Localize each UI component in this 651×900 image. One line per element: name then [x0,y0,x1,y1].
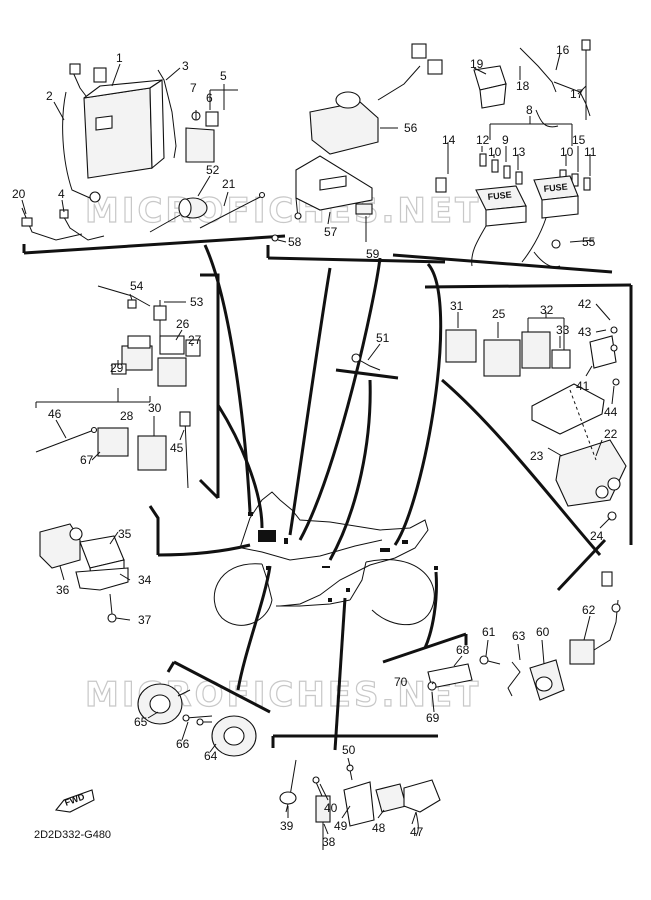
part-label-41: 41 [576,379,590,393]
part-label-14: 14 [442,133,456,147]
part-label-26: 26 [176,317,190,331]
part-label-63: 63 [512,629,526,643]
motorcycle-outline [213,491,438,626]
diagram-code: 2D2D332-G480 [34,829,111,841]
part-label-5: 5 [220,69,227,83]
watermark-top: MICROFICHES.NET [85,191,481,231]
part-label-16: 16 [556,43,570,57]
part-label-36: 36 [56,583,70,597]
part-label-32: 32 [540,303,554,317]
horn-group [137,683,257,757]
group-brackets [22,234,633,748]
relay-group-left [35,285,201,489]
part-label-10b: 10 [560,145,574,159]
part-label-58: 58 [288,235,302,249]
battery-group [21,63,266,241]
part-label-49: 49 [334,819,348,833]
fwd-arrow-icon: FWD [54,789,95,813]
part-label-38: 38 [322,835,336,849]
switch-group [39,523,129,623]
part-label-12: 12 [476,133,490,147]
part-label-20: 20 [12,187,26,201]
part-label-30: 30 [148,401,162,415]
part-label-25: 25 [492,307,506,321]
part-label-62: 62 [582,603,596,617]
part-label-64: 64 [204,749,218,763]
part-label-7: 7 [190,81,197,95]
part-label-9: 9 [502,133,509,147]
part-label-69: 69 [426,711,440,725]
part-label-37: 37 [138,613,152,627]
lever-switch-group [279,759,441,850]
connector-lines [157,244,602,751]
part-label-23: 23 [530,449,544,463]
part-label-60: 60 [536,625,550,639]
part-label-53: 53 [190,295,204,309]
part-label-17: 17 [570,87,584,101]
fuse-box-label-2: FUSE [543,182,568,194]
fuse-group: FUSE FUSE [435,39,591,268]
part-label-10a: 10 [488,145,502,159]
relay-group-right [445,326,627,521]
part-label-18: 18 [516,79,530,93]
part-label-48: 48 [372,821,386,835]
part-label-31: 31 [450,299,464,313]
part-label-40: 40 [324,801,338,815]
part-label-45: 45 [170,441,184,455]
part-number-labels: 1 2 3 4 5 6 7 8 9 10 10 11 12 13 14 15 1… [12,43,618,849]
part-label-13: 13 [512,145,526,159]
part-label-70: 70 [394,675,408,689]
part-label-1: 1 [116,51,123,65]
part-label-59: 59 [366,247,380,261]
part-label-39: 39 [280,819,294,833]
part-label-57: 57 [324,225,338,239]
part-label-54: 54 [130,279,144,293]
part-label-11: 11 [584,145,597,159]
part-label-27: 27 [188,333,202,347]
part-label-28: 28 [120,409,134,423]
part-label-47: 47 [410,825,424,839]
part-label-22: 22 [604,427,618,441]
part-label-8: 8 [526,103,533,117]
part-label-46: 46 [48,407,62,421]
part-label-33: 33 [556,323,570,337]
part-label-61: 61 [482,625,496,639]
part-label-42: 42 [578,297,592,311]
part-label-50: 50 [342,743,356,757]
part-label-52: 52 [206,163,220,177]
part-label-34: 34 [138,573,152,587]
part-label-35: 35 [118,527,132,541]
part-label-21: 21 [222,177,236,191]
part-label-55: 55 [582,235,596,249]
part-label-67: 67 [80,453,94,467]
part-label-19: 19 [470,57,484,71]
part-label-15: 15 [572,133,586,147]
part-label-6: 6 [206,91,213,105]
tie-51 [351,353,381,371]
part-label-44: 44 [604,405,618,419]
part-label-65: 65 [134,715,148,729]
part-label-3: 3 [182,59,189,73]
part-label-56: 56 [404,121,418,135]
part-label-4: 4 [58,187,65,201]
part-label-66: 66 [176,737,190,751]
part-label-24: 24 [590,529,604,543]
part-label-2: 2 [46,89,53,103]
part-label-29: 29 [110,361,124,375]
fuse-box-label-1: FUSE [487,190,512,202]
part-label-51: 51 [376,331,390,345]
part-label-43: 43 [578,325,592,339]
bracket-group [271,43,443,242]
sensor-group [427,571,621,701]
part-label-68: 68 [456,643,470,657]
leader-lines [21,53,615,835]
